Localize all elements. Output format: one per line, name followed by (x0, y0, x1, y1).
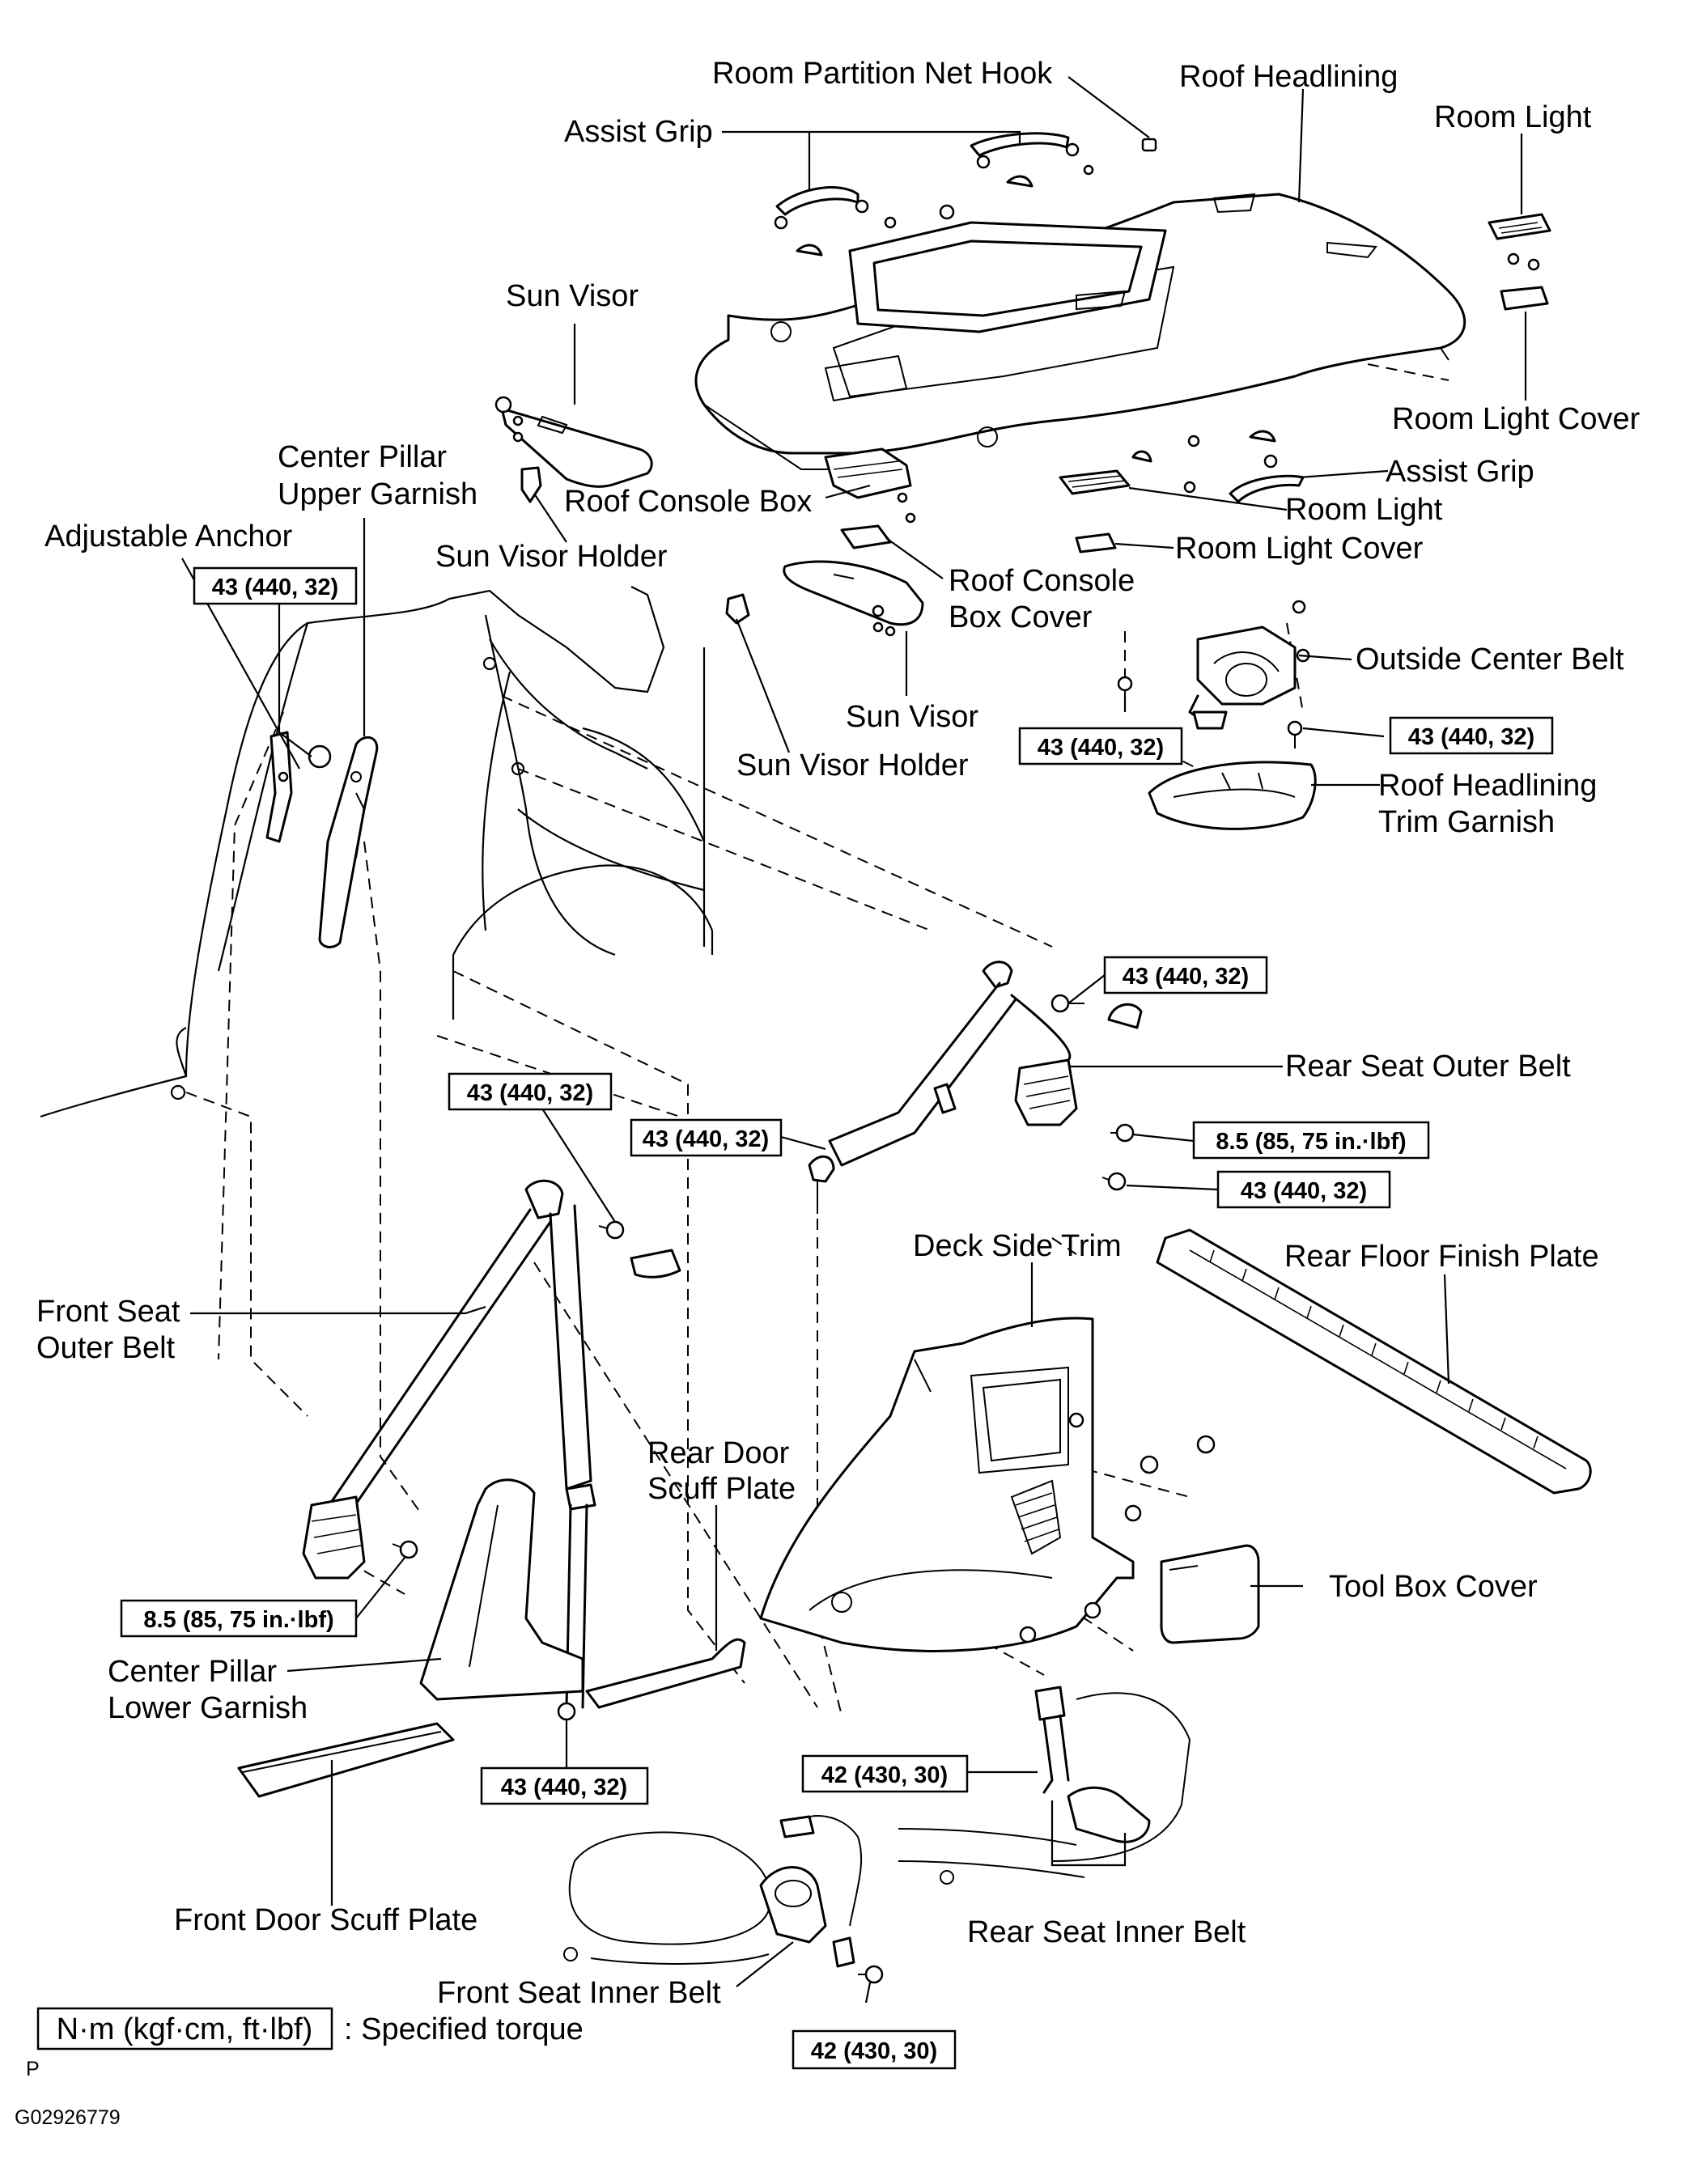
svg-text:8.5 (85, 75 in.·lbf): 8.5 (85, 75 in.·lbf) (1216, 1129, 1406, 1155)
label-sun-visor-mid: Sun Visor (846, 700, 978, 734)
label-sun-visor-holder-mid: Sun Visor Holder (736, 748, 969, 782)
label-assist-grip-right: Assist Grip (1386, 455, 1534, 489)
vehicle-body-outline (40, 586, 714, 1118)
svg-text:8.5 (85, 75 in.·lbf): 8.5 (85, 75 in.·lbf) (143, 1607, 333, 1633)
assist-grip-top[interactable] (774, 132, 1080, 230)
sun-visor-top[interactable] (494, 396, 653, 488)
svg-text:43 (440, 32): 43 (440, 32) (1241, 1178, 1367, 1204)
label-center-pillar-lower-garnish-1: Center Pillar (108, 1655, 277, 1689)
label-center-pillar-lower-garnish-2: Lower Garnish (108, 1691, 308, 1725)
torque-box-rear-outer-low: 43 (440, 32) (1216, 1170, 1391, 1209)
front-seat-outer-belt[interactable] (302, 1179, 681, 1721)
label-tool-box-cover: Tool Box Cover (1329, 1570, 1538, 1604)
sun-visor-holder-mid[interactable] (725, 593, 750, 625)
label-rear-seat-outer-belt: Rear Seat Outer Belt (1285, 1050, 1571, 1084)
label-room-light-top: Room Light (1434, 100, 1592, 134)
label-center-pillar-upper-garnish-1: Center Pillar (278, 440, 447, 474)
label-room-light-cover-right: Room Light Cover (1175, 532, 1424, 566)
adjustable-anchor[interactable] (265, 731, 332, 843)
part-labels: Room Partition Net Hook Roof Headlining … (36, 57, 1640, 2010)
label-adjustable-anchor: Adjustable Anchor (45, 519, 293, 553)
label-roof-console-box: Roof Console Box (564, 485, 812, 519)
footer-code: G02926779 (15, 2106, 121, 2129)
label-outside-center-belt: Outside Center Belt (1356, 642, 1624, 676)
torque-legend: N·m (kgf·cm, ft·lbf) : Specified torque (36, 2007, 584, 2050)
label-room-light-cover-top: Room Light Cover (1392, 402, 1640, 436)
torque-specs: 43 (440, 32) 43 (440, 32) 43 (440, 32) 4… (120, 566, 1554, 2070)
torque-box-front-outer-top: 43 (440, 32) (448, 1072, 613, 1111)
rear-door-scuff-plate[interactable] (585, 1638, 746, 1709)
room-partition-net-hook[interactable] (1141, 138, 1157, 152)
leader-lines (181, 76, 1527, 2004)
headlining-clips (796, 164, 1094, 257)
roof-headlining-trim-garnish[interactable] (1148, 761, 1317, 830)
label-roof-console-box-cover-2: Box Cover (949, 600, 1093, 634)
torque-box-outside-center-belt-right: 43 (440, 32) (1389, 716, 1554, 755)
torque-box-adjustable-anchor: 43 (440, 32) (193, 566, 358, 605)
svg-text:43 (440, 32): 43 (440, 32) (1123, 964, 1249, 990)
label-deck-side-trim: Deck Side Trim (913, 1229, 1122, 1263)
svg-text:43 (440, 32): 43 (440, 32) (501, 1775, 627, 1800)
room-light-cover-right[interactable] (1075, 532, 1117, 553)
deck-side-trim[interactable] (759, 1317, 1216, 1652)
label-front-seat-outer-belt-1: Front Seat (36, 1295, 180, 1329)
label-rear-seat-inner-belt: Rear Seat Inner Belt (967, 1915, 1246, 1949)
svg-text:43 (440, 32): 43 (440, 32) (467, 1080, 593, 1106)
sun-visor-holder-top[interactable] (520, 466, 542, 503)
torque-box-front-retractor: 8.5 (85, 75 in.·lbf) (120, 1599, 358, 1638)
label-front-seat-inner-belt: Front Seat Inner Belt (437, 1976, 721, 2010)
figure-footer: P G02926779 (15, 2058, 121, 2129)
center-pillar-lower-garnish[interactable] (419, 1478, 584, 1701)
svg-text:43 (440, 32): 43 (440, 32) (643, 1126, 769, 1152)
outside-center-belt[interactable] (1117, 600, 1310, 748)
legend-description: : Specified torque (344, 2012, 584, 2046)
svg-text:42 (430, 30): 42 (430, 30) (811, 2038, 937, 2064)
label-roof-console-box-cover-1: Roof Console (949, 564, 1135, 598)
roof-console-box[interactable] (824, 447, 916, 524)
roof-headlining[interactable] (694, 193, 1466, 470)
assist-grip-right[interactable] (1229, 430, 1305, 503)
torque-box-front-inner-belt: 42 (430, 30) (792, 2029, 957, 2070)
label-roof-headlining-trim-garnish-2: Trim Garnish (1378, 805, 1555, 839)
label-front-seat-outer-belt-2: Outer Belt (36, 1331, 176, 1365)
svg-text:43 (440, 32): 43 (440, 32) (1038, 735, 1164, 761)
rear-seat-inner-belt[interactable] (898, 1686, 1191, 1885)
label-center-pillar-upper-garnish-2: Upper Garnish (278, 477, 477, 511)
tool-box-cover[interactable] (1160, 1544, 1260, 1644)
svg-text:43 (440, 32): 43 (440, 32) (212, 575, 338, 600)
label-rear-door-scuff-plate-2: Scuff Plate (647, 1472, 796, 1506)
sun-visor-mid[interactable] (783, 560, 924, 637)
torque-box-rear-inner-belt: 42 (430, 30) (801, 1754, 969, 1793)
center-pillar-upper-garnish[interactable] (318, 736, 379, 948)
room-light-cover-top[interactable] (1500, 286, 1549, 311)
label-room-light-right: Room Light (1285, 493, 1443, 527)
torque-box-rear-outer-anchor: 43 (440, 32) (630, 1118, 783, 1157)
room-light-right[interactable] (1059, 435, 1200, 495)
svg-text:42 (430, 30): 42 (430, 30) (821, 1762, 948, 1788)
svg-text:43 (440, 32): 43 (440, 32) (1408, 724, 1534, 750)
label-rear-door-scuff-plate-1: Rear Door (647, 1436, 790, 1470)
label-room-partition-net-hook: Room Partition Net Hook (712, 57, 1053, 91)
torque-box-front-outer-bottom: 43 (440, 32) (480, 1766, 649, 1805)
front-seat-inner-belt[interactable] (563, 1815, 884, 1984)
rear-seat-outer-belt[interactable] (808, 961, 1143, 1214)
label-sun-visor-holder-top: Sun Visor Holder (435, 540, 668, 574)
torque-box-rear-outer-mid: 8.5 (85, 75 in.·lbf) (1192, 1121, 1430, 1160)
torque-box-outside-center-belt-left: 43 (440, 32) (1018, 727, 1183, 765)
legend-unit-box: N·m (kgf·cm, ft·lbf) (57, 2012, 313, 2046)
label-assist-grip-top: Assist Grip (564, 115, 713, 149)
room-light-top[interactable] (1488, 213, 1551, 271)
label-rear-floor-finish-plate: Rear Floor Finish Plate (1284, 1240, 1599, 1274)
label-sun-visor-top: Sun Visor (506, 279, 639, 313)
label-roof-headlining: Roof Headlining (1179, 60, 1398, 94)
torque-box-rear-outer-top: 43 (440, 32) (1103, 956, 1268, 994)
rear-floor-finish-plate[interactable] (1156, 1228, 1592, 1495)
roof-console-box-cover[interactable] (840, 524, 892, 549)
label-front-door-scuff-plate: Front Door Scuff Plate (174, 1903, 477, 1937)
label-roof-headlining-trim-garnish-1: Roof Headlining (1378, 769, 1597, 803)
front-door-scuff-plate[interactable] (237, 1722, 455, 1798)
footer-letter: P (26, 2058, 40, 2080)
